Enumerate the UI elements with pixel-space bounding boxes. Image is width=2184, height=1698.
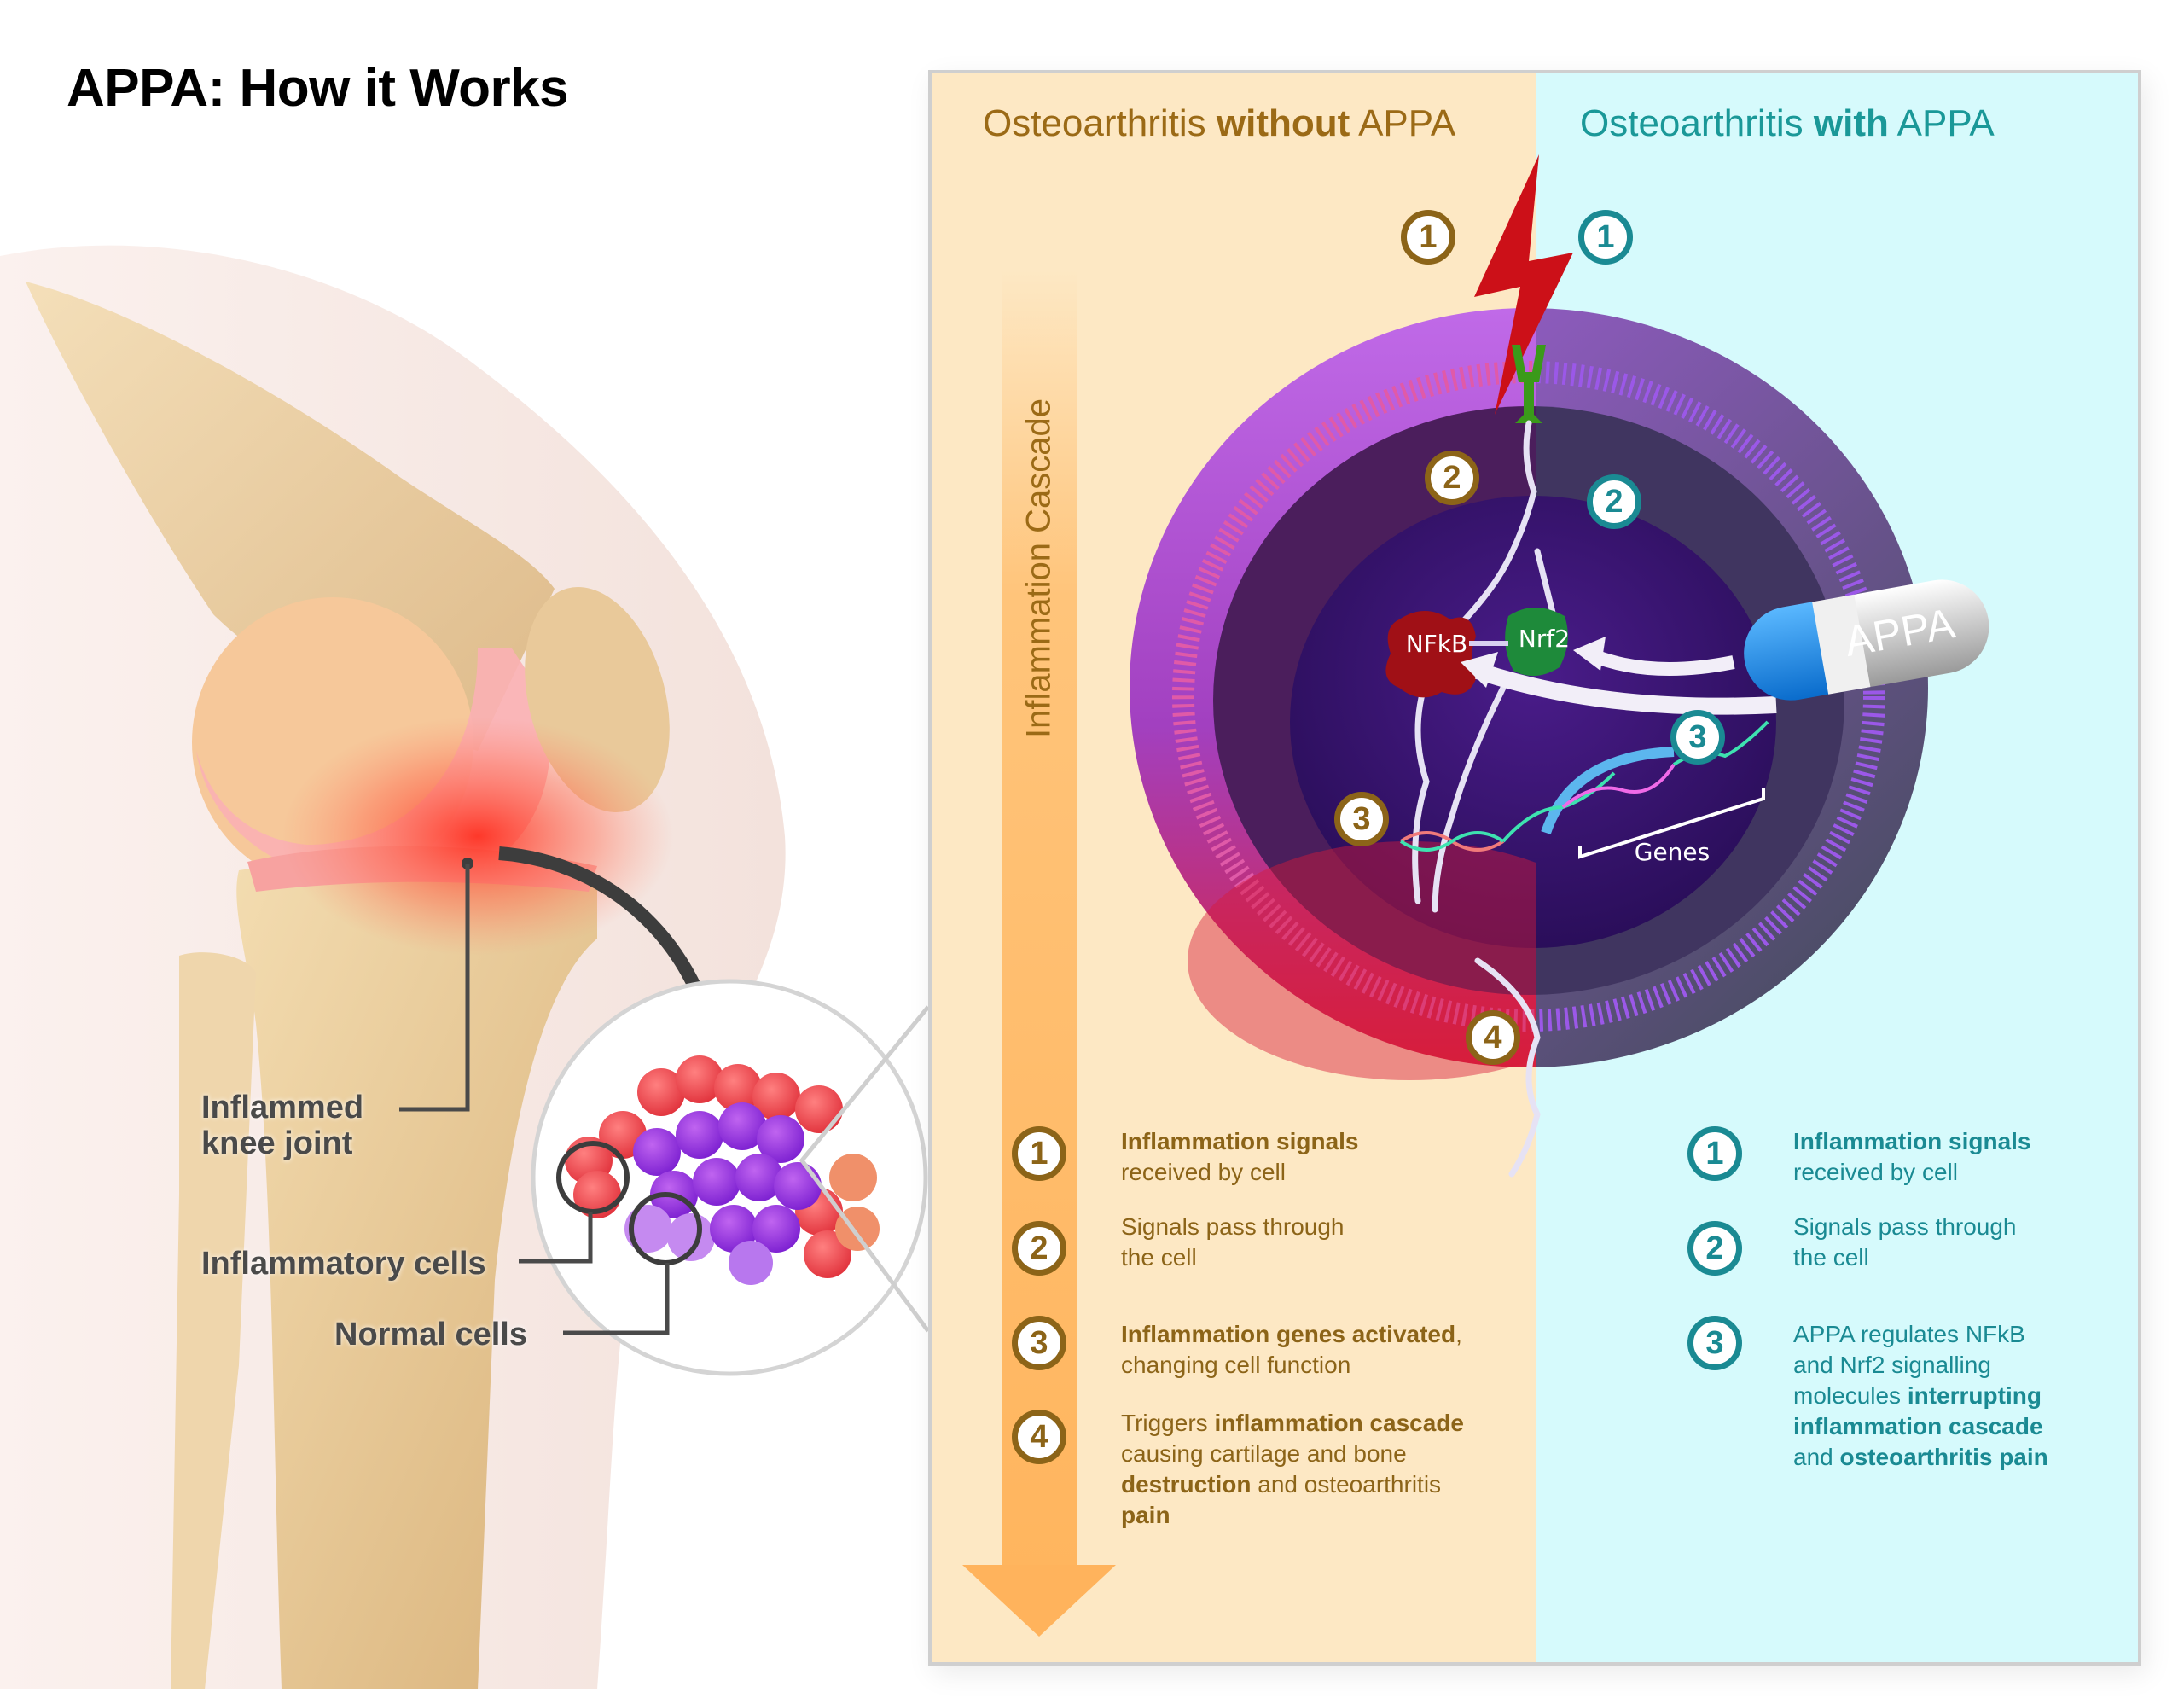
step-text-right-2: Signals pass through the cell [1793, 1212, 2138, 1273]
label-line-1: Inflammed [201, 1090, 364, 1125]
dna-strand-icon [1399, 720, 1769, 852]
receptor-icon [1512, 345, 1546, 423]
nrf2-label: Nrf2 [1519, 625, 1570, 653]
step-text-left-4: Triggers inflammation cascade causing car… [1121, 1408, 1513, 1531]
step-text-bold: Inflammation signals [1793, 1128, 2031, 1154]
step-text-plain: changing cell function [1121, 1352, 1351, 1378]
heading-bold: with [1813, 102, 1889, 144]
step-text-left-2: Signals pass through the cell [1121, 1212, 1513, 1273]
inflammation-glow [282, 717, 674, 956]
step-badge-right-1: 1 [1687, 1126, 1742, 1181]
diagram-badge-left-3: 3 [1334, 792, 1389, 846]
joint-leader-line [399, 864, 470, 1112]
signal-arrows [1412, 420, 1558, 1178]
step-text-plain: and Nrf2 signalling [1793, 1352, 1991, 1378]
page-title: APPA: How it Works [67, 59, 569, 118]
step-text-left-1: Inflammation signals received by cell [1121, 1126, 1513, 1188]
lightning-bolt-icon [1474, 154, 1573, 415]
normal-cell-cluster [624, 1102, 822, 1285]
appa-arrow-to-nfkb [1474, 662, 1777, 715]
step-text-plain: causing cartilage and bone [1121, 1440, 1407, 1467]
genes-bracket [1578, 788, 1765, 859]
step-badge-left-2: 2 [1012, 1221, 1066, 1276]
step-text-plain: received by cell [1121, 1159, 1286, 1185]
cascade-arrow-head [962, 1565, 1116, 1637]
step-text-plain: the cell [1121, 1244, 1197, 1271]
regulation-arc [1541, 747, 1675, 834]
step-text-plain: Signals pass through [1793, 1213, 2017, 1240]
step-text-plain: Signals pass through [1121, 1213, 1345, 1240]
step-text-plain: and osteoarthritis [1251, 1471, 1442, 1497]
zoom-cone-lines [799, 1005, 931, 1333]
nfkb-protein-icon [1385, 611, 1476, 698]
inflammatory-cell-ring [556, 1141, 630, 1214]
step-text-bold: Inflammation genes activated [1121, 1321, 1456, 1347]
step-text-plain: molecules [1793, 1382, 1908, 1409]
step-badge-right-2: 2 [1687, 1221, 1742, 1276]
heading-text: Osteoarthritis [1580, 102, 1814, 144]
step-text-plain: and [1793, 1444, 1840, 1470]
nfkb-label: NFkB [1406, 630, 1467, 658]
appa-pill-icon [1744, 579, 1989, 701]
normal-leader-line [563, 1263, 670, 1335]
step-text-plain: APPA regulates NFkB [1793, 1321, 2025, 1347]
diagram-badge-left-4: 4 [1466, 1010, 1520, 1065]
step-text-plain: received by cell [1793, 1159, 1958, 1185]
step-text-left-3: Inflammation genes activated, changing ce… [1121, 1319, 1513, 1381]
label-inflammatory-cells: Inflammatory cells [201, 1246, 486, 1282]
step-text-plain: Triggers [1121, 1410, 1215, 1436]
diagram-badge-left-2: 2 [1425, 451, 1479, 505]
step-text-bold: inflammation cascade [1214, 1410, 1464, 1436]
knee-illustration [0, 245, 931, 1689]
label-inflamed-knee-joint: Inflammed knee joint [201, 1090, 363, 1161]
inflamed-region [1188, 841, 1536, 1080]
step-text-bold: osteoarthritis pain [1839, 1444, 2048, 1470]
fibula [171, 952, 256, 1689]
heading-text: APPA [1888, 102, 1995, 144]
diagram-badge-right-1: 1 [1578, 210, 1633, 265]
step-badge-left-4: 4 [1012, 1410, 1066, 1464]
step-text-plain: , [1455, 1321, 1462, 1347]
tibia [236, 861, 597, 1689]
step-text-bold: interrupting [1907, 1382, 2042, 1409]
diagram-badge-right-3: 3 [1670, 710, 1725, 765]
step-badge-left-3: 3 [1012, 1316, 1066, 1370]
step-text-bold: destruction [1121, 1471, 1252, 1497]
diagram-badge-left-1: 1 [1401, 210, 1455, 265]
step-badge-right-3: 3 [1687, 1316, 1742, 1370]
step-text-bold: pain [1121, 1502, 1170, 1528]
genes-label: Genes [1635, 838, 1710, 866]
label-line-2: knee joint [201, 1125, 353, 1161]
appa-arrow-to-nrf2 [1585, 647, 1735, 676]
heading-text: APPA [1350, 102, 1456, 144]
heading-without-appa: Osteoarthritis without APPA [983, 102, 1455, 145]
step-text-right-1: Inflammation signals received by cell [1793, 1126, 2138, 1188]
comparison-panel: Osteoarthritis without APPA Osteoarthrit… [928, 70, 2141, 1666]
nrf2-protein-icon [1505, 608, 1568, 677]
heading-with-appa: Osteoarthritis with APPA [1580, 102, 1995, 145]
label-normal-cells: Normal cells [334, 1317, 527, 1352]
step-text-bold: inflammation cascade [1793, 1413, 2043, 1439]
step-text-right-3: APPA regulates NFkB and Nrf2 signalling mo… [1793, 1319, 2138, 1473]
diagram-badge-right-2: 2 [1587, 474, 1641, 529]
step-badge-left-1: 1 [1012, 1126, 1066, 1181]
step-text-bold: Inflammation signals [1121, 1128, 1359, 1154]
step-text-plain: the cell [1793, 1244, 1869, 1271]
heading-text: Osteoarthritis [983, 102, 1217, 144]
heading-bold: without [1216, 102, 1350, 144]
inflammatory-leader-line [519, 1212, 593, 1264]
